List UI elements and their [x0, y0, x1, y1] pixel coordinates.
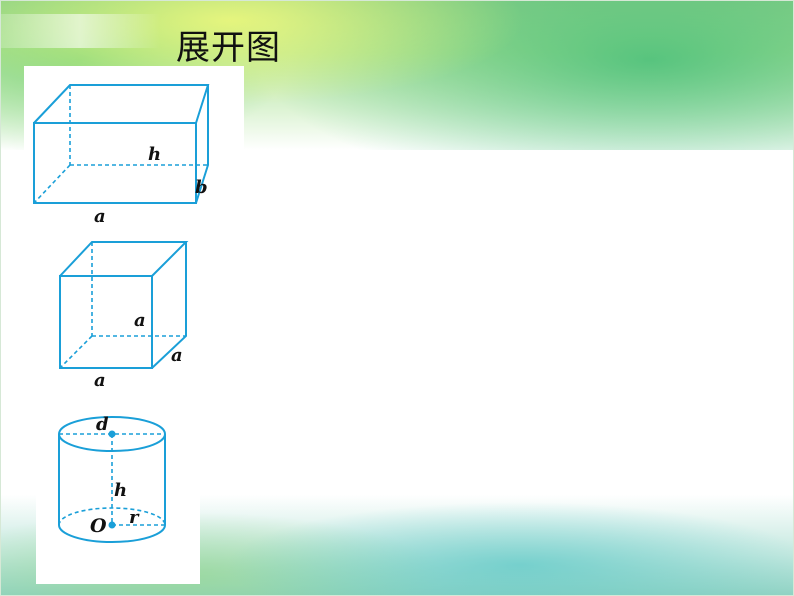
cuboid-label-b: b [195, 177, 208, 198]
cylinder-label-h: h [114, 480, 127, 501]
cylinder-top-center-dot [108, 430, 116, 438]
cuboid-label-h: h [148, 144, 161, 165]
cylinder-diagram: d h O r [58, 414, 166, 543]
cube-front-face [59, 275, 153, 369]
cube-hidden-depth [59, 335, 93, 369]
cuboid-right-edges [195, 85, 209, 204]
background-light-streak [0, 14, 160, 48]
cuboid-front-face [33, 122, 197, 204]
cuboid-hidden-depth [33, 164, 71, 204]
cylinder-label-d: d [96, 414, 109, 435]
cube-label-width: a [94, 370, 106, 391]
cube-label-height: a [134, 310, 146, 331]
cube-top-edges [59, 241, 189, 277]
slide-title: 展开图 [176, 28, 281, 68]
cylinder-bottom-front-arc [58, 524, 166, 543]
cuboid-panel: h b a [24, 66, 244, 232]
cylinder-label-r: r [129, 507, 140, 528]
cuboid-top-edges [33, 84, 210, 124]
cuboid-label-a: a [94, 206, 106, 227]
cylinder-label-o: O [90, 515, 107, 537]
cube-label-depth: a [171, 345, 183, 366]
cylinder-panel: d h O r [36, 404, 200, 584]
cube-diagram: a a a [59, 241, 189, 391]
cylinder-bottom-center-dot [108, 521, 116, 529]
cube-panel: a a a [40, 236, 236, 392]
cuboid-diagram: h b a [33, 84, 210, 227]
